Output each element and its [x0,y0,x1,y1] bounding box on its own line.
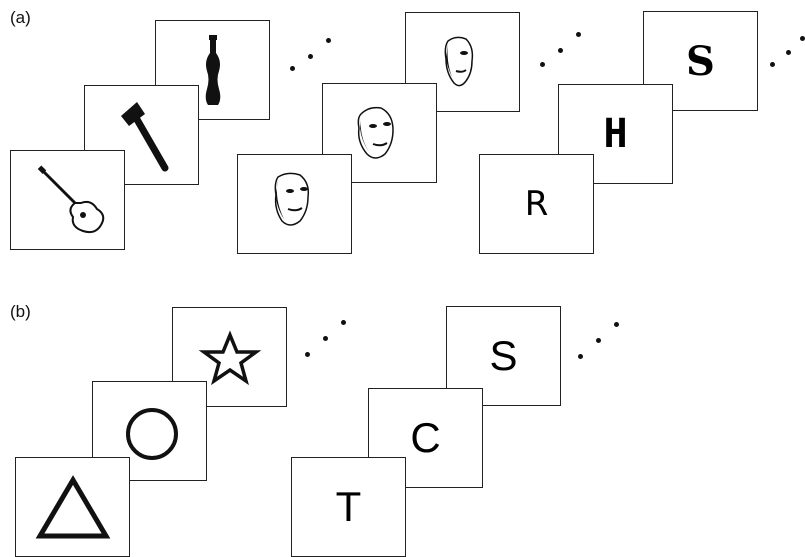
stimulus-card-letter-s: S [446,306,561,406]
panel-b-label: (b) [10,302,31,321]
guitar-icon [37,165,105,234]
stimulus-card-letter-1: R [479,154,594,254]
stimulus-card-triangle [15,457,130,557]
stimulus-card-face-1 [237,154,352,254]
stimulus-letter: R [524,184,549,224]
stimulus-letter: C [410,414,441,461]
circle-icon [126,408,178,460]
panel-a-label: (a) [10,8,31,27]
stimulus-letter: H [603,111,628,157]
star-icon [198,330,262,386]
triangle-icon [35,475,111,539]
face-icon [274,172,310,226]
face-icon [357,106,394,159]
stimulus-letter: T [335,483,362,530]
bottle-icon [205,35,221,105]
axe-icon [121,102,169,172]
stimulus-letter: S [686,37,715,85]
stimulus-card-face-2 [322,83,437,183]
stimulus-card-guitar [10,150,125,250]
face-icon [444,36,474,87]
stimulus-card-axe [84,85,199,185]
stimulus-card-letter-t: T [291,457,406,557]
stimulus-letter: S [489,332,518,379]
